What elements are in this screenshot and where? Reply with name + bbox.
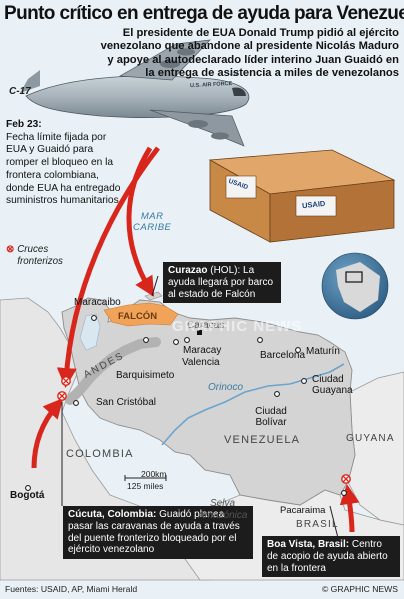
locator-globe (321, 252, 389, 320)
scale-miles: 125 miles (127, 481, 164, 491)
country-brasil: BRASIL (296, 519, 339, 530)
sea-label-line-1: MAR (140, 211, 164, 222)
usaid-box-illustration (208, 149, 396, 243)
border-crossing-marker-2 (57, 391, 67, 401)
credit: © GRAPHIC NEWS (321, 584, 398, 594)
caracas-capital-square (197, 330, 202, 335)
maracaibo-dot (91, 315, 97, 321)
border-crossing-marker-3 (341, 474, 351, 484)
plane-label: C-17 (9, 86, 31, 97)
boavista-leader (329, 505, 339, 539)
c17-plane-illustration (20, 39, 250, 147)
country-guyana: GUYANA (346, 433, 395, 444)
cucuta-text: Guaidó planea pasar las caravanas de ayu… (68, 509, 240, 556)
city-caracas: Caracas (187, 320, 225, 331)
boavista-text: Centro de acopio de ayuda abierto en la … (267, 539, 388, 574)
orinoco-river (161, 363, 345, 446)
ciudad-guayana-dot (301, 378, 307, 384)
city-maracaibo: Maracaibo (74, 297, 121, 308)
page-subtitle: El presidente de EUA Donald Trump pidió … (100, 27, 399, 79)
andes-range (65, 337, 161, 405)
curazao-text: (HOL): La ayuda llegará por barco al est… (168, 265, 274, 300)
scale-km: 200km (141, 469, 167, 479)
country-colombia: COLOMBIA (66, 448, 134, 460)
border-crossing-marker-1 (61, 376, 71, 386)
feb23-heading: Feb 23: (6, 119, 42, 130)
city-bogota: Bogotá (10, 490, 45, 501)
arrow-bogota (31, 397, 64, 469)
curazao-heading: Curazao (168, 265, 208, 276)
legend-label: Cruces fronterizos (17, 244, 63, 267)
city-barquisimeto: Barquisimeto (116, 370, 175, 381)
feb23-note: Feb 23: Fecha límite fijada por EUA y Gu… (6, 119, 126, 208)
scale-label: 200km 125 miles (127, 469, 167, 491)
curazao-callout: Curazao (HOL): La ayuda llegará por barc… (163, 262, 281, 304)
barquisimeto-dot (143, 337, 149, 343)
plane-number: 424 (230, 72, 239, 78)
river-orinoco: Orinoco (208, 382, 244, 393)
region-amazonica: Amazónica (198, 510, 248, 521)
border-crossing-icon: ⊗ (6, 244, 15, 255)
sources: Fuentes: USAID, AP, Miami Herald (5, 584, 138, 594)
region-falcon: FALCÓN (118, 311, 158, 322)
city-pacaraima: Pacaraima (280, 505, 326, 516)
sea-label: MAR CARIBE (133, 211, 171, 233)
arrow-boavista (339, 484, 360, 533)
pacaraima-dot (341, 490, 347, 496)
page-title: Punto crítico en entrega de ayuda para V… (4, 3, 404, 24)
lake-maracaibo (79, 313, 101, 351)
scale-bar (124, 475, 167, 481)
maturin-dot (295, 347, 301, 353)
ciudad-bolivar-dot (274, 391, 280, 397)
city-san-cristobal: San Cristóbal (96, 397, 157, 408)
city-maracay: Maracay (183, 345, 222, 356)
maracay-dot (184, 337, 190, 343)
cucuta-callout: Cúcuta, Colombia: Guaidó planea pasar la… (63, 506, 253, 560)
city-ciudad-bolivar: Ciudad Bolívar (255, 406, 287, 428)
legend: ⊗Cruces fronterizos (6, 244, 77, 268)
country-venezuela: VENEZUELA (224, 434, 301, 446)
city-maturin: Maturín (306, 346, 340, 357)
feb23-text: Fecha límite fijada por EUA y Guaidó par… (6, 131, 121, 207)
watermark: GRAPHIC NEWS (172, 318, 303, 335)
city-valencia: Valencia (182, 357, 220, 368)
arrow-to-curazao (126, 146, 155, 297)
bogota-dot (25, 485, 31, 491)
falcon-state (103, 302, 179, 327)
valencia-dot (173, 339, 179, 345)
boavista-callout: Boa Vista, Brasil: Centro de acopio de a… (262, 536, 400, 578)
barcelona-dot (257, 337, 263, 343)
region-selva: Selva (210, 498, 236, 509)
city-barcelona: Barcelona (260, 350, 306, 361)
sea-label-line-2: CARIBE (133, 222, 172, 233)
city-ciudad-guayana: Ciudad Guayana (312, 374, 353, 396)
curazao-leader (151, 275, 159, 297)
boavista-heading: Boa Vista, Brasil: (267, 539, 350, 550)
cucuta-heading: Cúcuta, Colombia: (68, 509, 157, 520)
san-cristobal-dot (73, 400, 79, 406)
